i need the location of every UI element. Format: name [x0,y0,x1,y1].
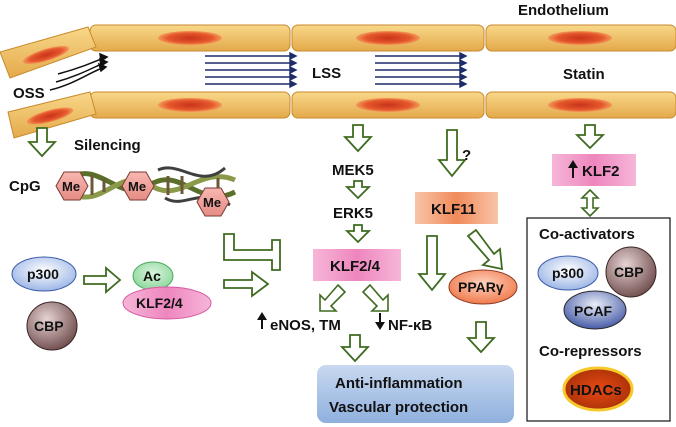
methyl-label: Me [128,179,146,194]
methyl-group-icon: Me [196,187,230,217]
klf24-box: KLF2/4 [313,249,401,281]
lss-label: LSS [312,65,341,82]
lss-to-klf11-arrow [437,129,467,178]
cbp-protein: CBP [605,246,657,298]
corepressors-label: Co-repressors [539,343,642,360]
p300-protein: p300 [11,256,77,292]
lss-flow-arrows [205,51,468,89]
klf24-to-nfkb-arrow [361,283,389,312]
klf2-box: KLF2 [552,154,636,186]
cbp-label: CBP [614,264,644,280]
mek5-label: MEK5 [332,162,374,179]
cbp-label: CBP [34,318,64,334]
up-arrow-icon [257,312,267,329]
ppar-gamma: PPARγ [448,269,518,305]
up-arrow-icon [568,160,578,168]
inhibition-arrow [223,233,281,271]
endothelium-cells [0,24,676,139]
endothelial-cell-oss-top [0,26,97,79]
klf11-box: KLF11 [415,192,498,224]
p300-label: p300 [552,265,584,281]
endothelial-cell [291,24,485,52]
endothelial-cell [485,24,676,52]
klf24-label: KLF2/4 [136,295,183,311]
klf11-to-outcome-arrow [417,235,447,292]
outcome-box: Anti-inflammation Vascular protection [317,365,514,423]
ppar-to-outcome-arrow [465,321,497,354]
oss-flow-arrows [49,52,109,91]
klf24-to-enos-arrow [319,283,347,312]
methyl-label: Me [62,179,80,194]
bidirectional-arrow [580,188,600,218]
endothelial-cell [485,91,676,119]
activation-arrow [223,270,270,298]
acetyl-group: Ac [132,261,174,291]
endothelial-cell-oss-bottom [7,91,97,139]
outcome-line2: Vascular protection [329,399,468,416]
hdacs-protein: HDACs [562,366,634,412]
mek5-to-erk5-arrow [344,180,372,200]
erk5-to-klf24-arrow [344,224,372,244]
klf24-label: KLF2/4 [330,258,381,275]
oss-label: OSS [13,85,45,102]
cofactor-panel: Co-activators p300 CBP PCAF Co-repressor… [526,217,671,422]
hdacs-label: HDACs [570,382,622,399]
endothelial-cell [291,91,485,119]
silencing-label: Silencing [74,137,141,154]
endothelium-label: Endothelium [518,2,609,19]
cpg-label: CpG [9,178,41,195]
methyl-group-icon: Me [55,171,89,201]
klf11-label: KLF11 [431,201,476,218]
erk5-label: ERK5 [333,205,373,222]
ppar-label: PPARγ [458,279,504,295]
p300-label: p300 [27,266,59,282]
to-outcome-arrow-left [339,334,371,363]
klf11-to-ppar-arrow [466,228,504,271]
endothelial-cell [89,24,291,52]
outcome-line1: Anti-inflammation [335,375,463,392]
down-arrow-icon [375,313,385,330]
methyl-label: Me [203,195,221,210]
statin-label: Statin [563,66,605,83]
klf2-label: KLF2 [582,163,620,180]
cbp-protein: CBP [26,301,78,351]
statin-to-klf2-arrow [574,124,606,150]
p300-to-ac-arrow [83,266,122,294]
silencing-down-arrow [26,127,58,158]
enos-label: eNOS, TM [270,317,341,334]
coactivators-label: Co-activators [539,226,635,243]
methyl-group-icon: Me [121,171,155,201]
nfkb-label: NF-κB [388,317,432,334]
lss-to-mek5-arrow [342,124,374,153]
klf24-acetylated: KLF2/4 [122,286,212,320]
ac-label: Ac [143,268,161,284]
pcaf-protein: PCAF [563,290,627,330]
question-mark: ? [462,147,471,164]
p300-protein: p300 [537,255,599,291]
endothelial-cell [89,91,291,119]
pcaf-label: PCAF [574,303,613,319]
